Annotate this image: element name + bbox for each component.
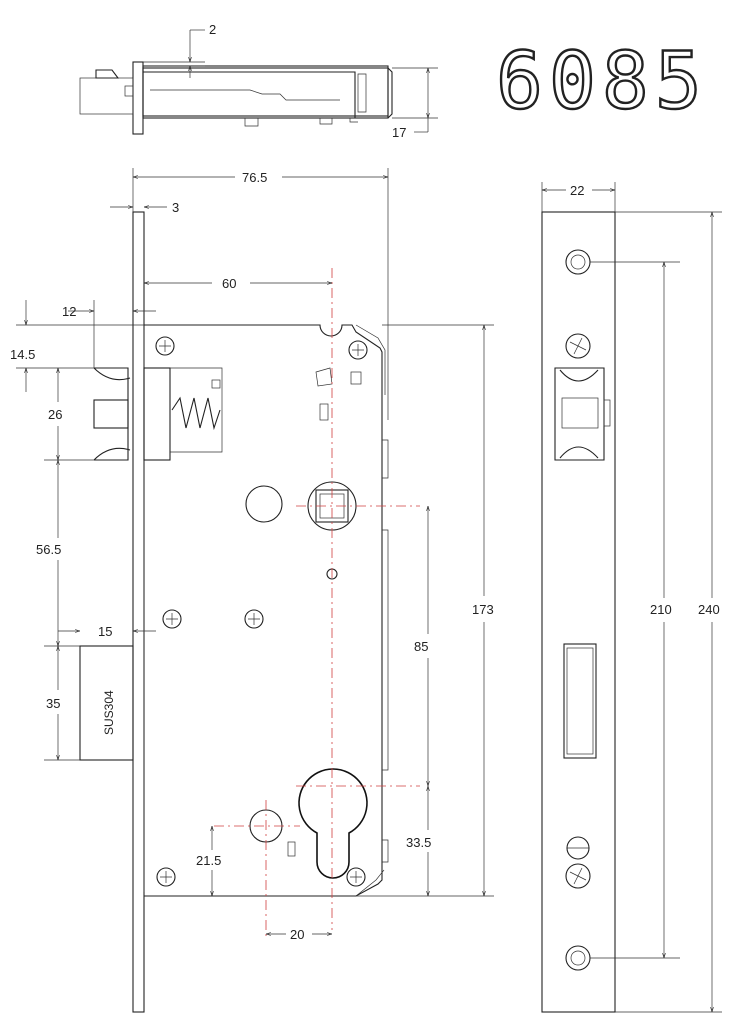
dim-faceplate-width: 22 <box>570 183 584 198</box>
dim-spindle-to-cylinder: 85 <box>414 639 428 654</box>
model-number: 6085 <box>496 37 708 127</box>
dim-screw-hole-spacing: 210 <box>650 602 672 617</box>
latch-face <box>554 367 611 461</box>
latch-bolt <box>93 367 223 461</box>
dim-faceplate-height: 240 <box>698 602 720 617</box>
dim-backset: 60 <box>222 276 236 291</box>
dim-bottom-hole-offset: 20 <box>290 927 304 942</box>
dim-overall-width: 76.5 <box>242 170 267 185</box>
dim-top-flange: 2 <box>209 22 216 37</box>
dim-top-depth: 17 <box>392 125 406 140</box>
deadbolt-slot <box>563 643 597 759</box>
dim-latch-height: 26 <box>48 407 62 422</box>
faceplate-side-view: 22 210 240 <box>541 182 722 1013</box>
deadbolt: SUS304 <box>79 645 134 761</box>
cylinder-hole <box>298 768 368 879</box>
dim-latch-to-deadbolt: 56.5 <box>36 542 61 557</box>
material-label: SUS304 <box>102 690 116 735</box>
dim-cylinder-to-bottom: 33.5 <box>406 835 431 850</box>
dim-deadbolt-height: 35 <box>46 696 60 711</box>
dim-deadbolt-projection: 15 <box>98 624 112 639</box>
dim-top-to-latch: 14.5 <box>10 347 35 362</box>
dim-faceplate-thickness: 3 <box>172 200 179 215</box>
screw-icon <box>155 336 368 887</box>
dim-latch-projection: 12 <box>62 304 76 319</box>
top-view: 2 17 <box>79 22 438 140</box>
dim-body-height: 173 <box>472 602 494 617</box>
screw-icon <box>565 863 591 889</box>
dim-bottom-hole-height: 21.5 <box>196 853 221 868</box>
front-view: SUS304 76.5 3 60 12 14.5 <box>10 168 494 1013</box>
screw-icon <box>565 333 591 359</box>
